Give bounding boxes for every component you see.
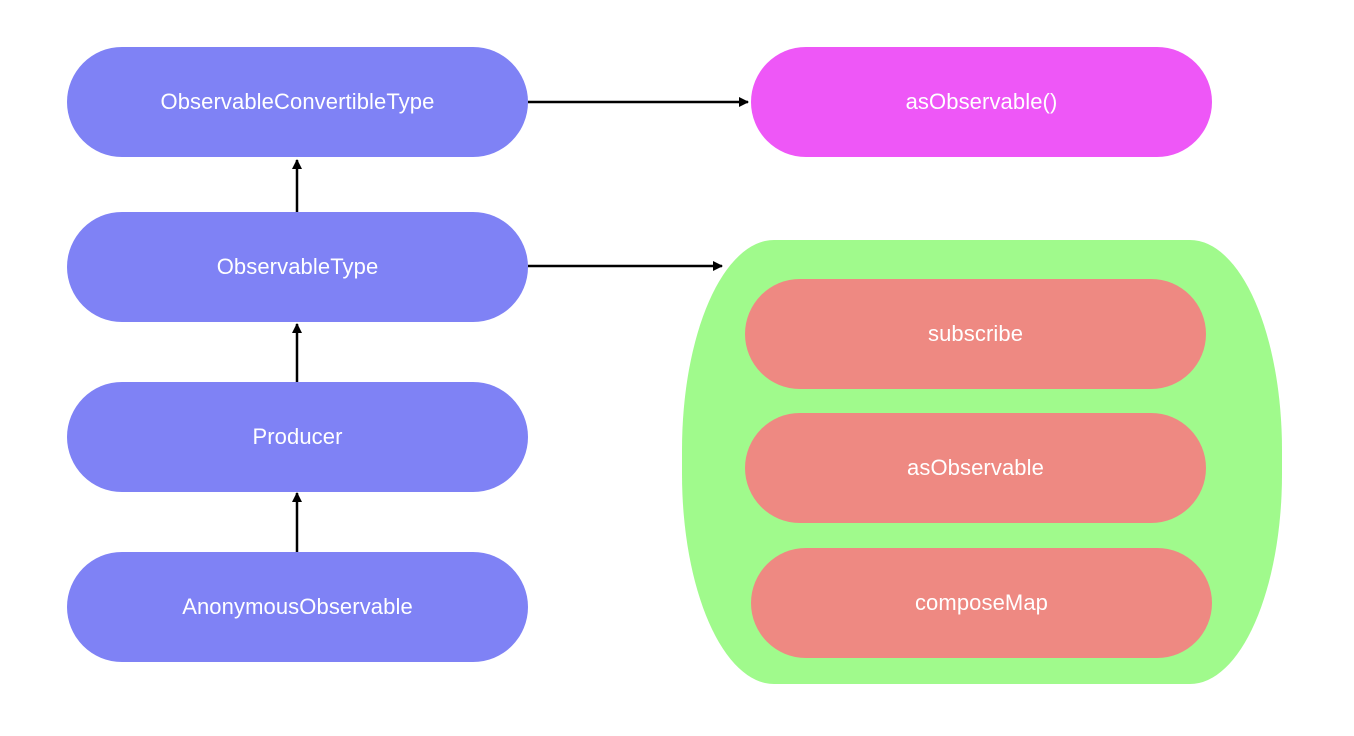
node-label: AnonymousObservable <box>182 594 413 619</box>
method-node-subscribe: subscribe <box>745 279 1206 389</box>
node-label: Producer <box>252 424 343 449</box>
node-as-observable-function: asObservable() <box>751 47 1212 157</box>
node-producer: Producer <box>67 382 528 492</box>
node-anonymous-observable: AnonymousObservable <box>67 552 528 662</box>
node-label: composeMap <box>914 590 1049 615</box>
node-label: ObservableType <box>216 254 379 279</box>
method-node-asobservable: asObservable <box>745 413 1206 523</box>
node-label: ObservableConvertibleType <box>160 89 435 114</box>
node-label: subscribe <box>927 321 1024 346</box>
node-observable-type: ObservableType <box>67 212 528 322</box>
node-label: asObservable <box>907 455 1044 480</box>
node-observable-convertible-type: ObservableConvertibleType <box>67 47 528 157</box>
node-label: asObservable() <box>905 89 1058 114</box>
method-node-composemap: composeMap <box>751 548 1212 658</box>
